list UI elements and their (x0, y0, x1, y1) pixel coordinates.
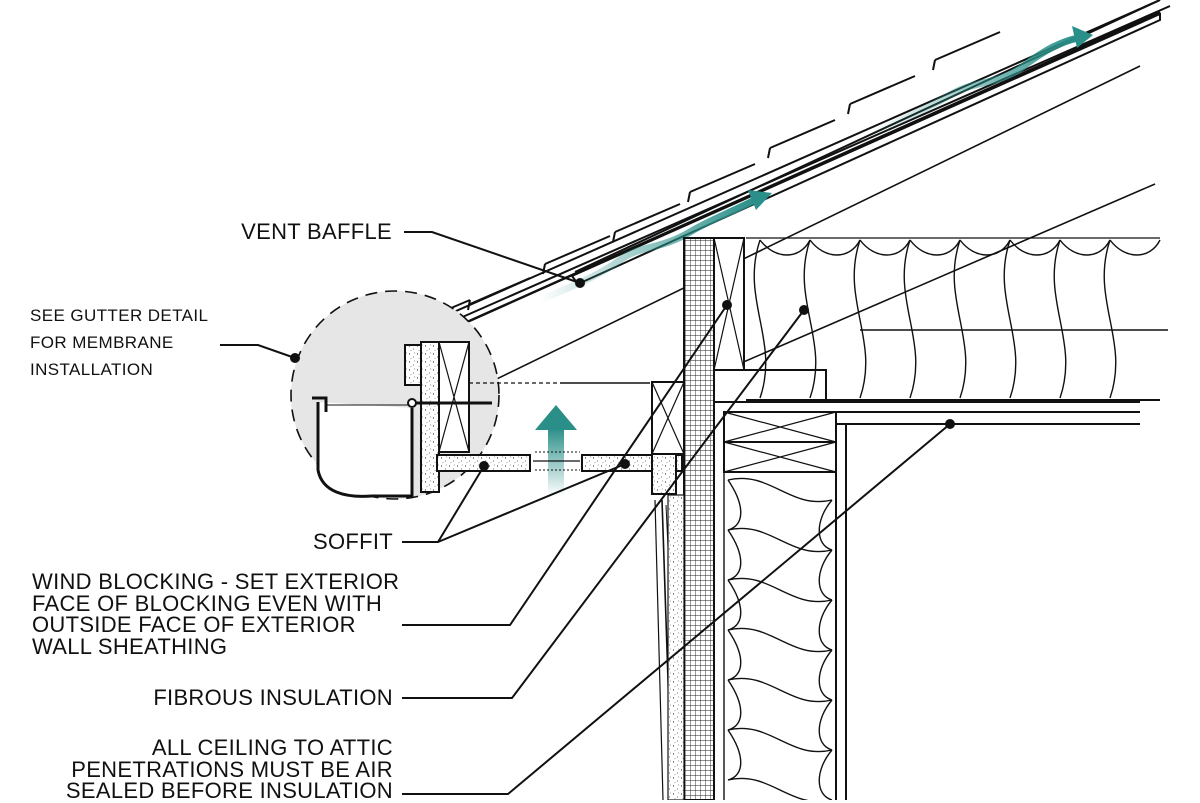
label-soffit: SOFFIT (312, 529, 393, 554)
label-gutter-line-3: INSTALLATION (30, 360, 154, 379)
leader-fibrous-insulation (402, 309, 805, 699)
gutter-icon (316, 402, 414, 498)
label-vent-baffle: VENT BAFFLE (241, 219, 392, 244)
label-wind-line-4: WALL SHEATHING (32, 633, 228, 659)
roof-assembly (391, 0, 1171, 393)
rafter-bottom (469, 65, 1141, 393)
leader-wind-blocking (402, 304, 728, 626)
leader-lines (220, 231, 955, 795)
leader-gutter (220, 344, 296, 359)
label-ceiling-line-3: SEALED BEFORE INSULATION (65, 778, 393, 803)
label-gutter-line-2: FOR MEMBRANE (30, 333, 174, 352)
attic-insulation (746, 237, 1168, 401)
top-plates (713, 237, 837, 473)
roof-sheathing (399, 10, 1161, 354)
label-ceiling-note: ALL CEILING TO ATTIC PENETRATIONS MUST B… (40, 737, 393, 802)
label-fibrous-insulation: FIBROUS INSULATION (153, 685, 393, 710)
attic-slope-line (724, 183, 1156, 371)
label-gutter-line-1: SEE GUTTER DETAIL (30, 306, 209, 325)
label-gutter-detail: SEE GUTTER DETAIL FOR MEMBRANE INSTALLAT… (30, 302, 208, 383)
leader-ceiling-note (402, 423, 951, 795)
leader-vent-baffle (404, 231, 581, 284)
leader-soffit (402, 463, 626, 543)
airflow-arrow-icon-2 (866, 34, 1082, 139)
fascia-assembly (404, 341, 650, 493)
label-wind-line-1: WIND BLOCKING - SET EXTERIOR (32, 569, 400, 594)
label-ceiling-line-1: ALL CEILING TO ATTIC (151, 735, 393, 760)
label-ceiling-line-2: PENETRATIONS MUST BE AIR (71, 756, 393, 782)
roof-shingles (391, 0, 1171, 349)
label-wind-line-3: OUTSIDE FACE OF EXTERIOR (32, 612, 356, 637)
airflow-up-arrow-icon (548, 428, 564, 496)
label-wind-blocking: WIND BLOCKING - SET EXTERIOR FACE OF BLO… (32, 571, 399, 657)
exterior-wall (654, 237, 715, 800)
wall-insulation (723, 472, 837, 800)
label-wind-line-2: FACE OF BLOCKING EVEN WITH (32, 590, 383, 616)
